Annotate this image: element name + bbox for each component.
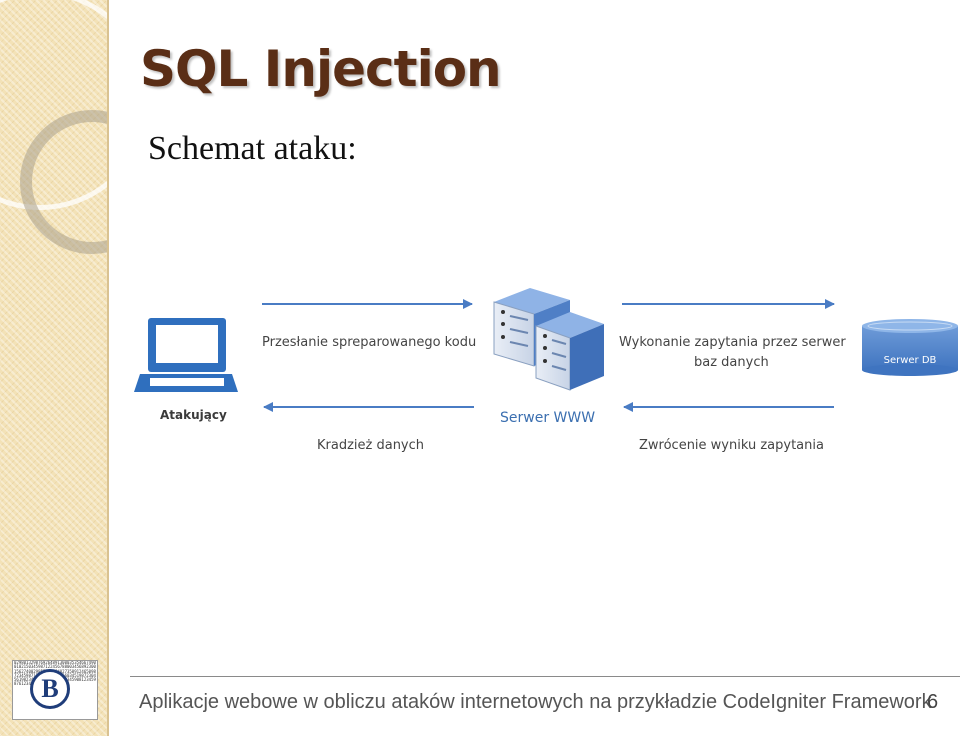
- decorative-sidebar: [0, 0, 109, 736]
- label-execute-query-line2: baz danych: [694, 355, 769, 370]
- university-logo: 0298013298769264891300035354667490010215…: [12, 660, 98, 720]
- label-attacker: Atakujący: [160, 408, 227, 422]
- footer-text: Aplikacje webowe w obliczu ataków intern…: [139, 691, 932, 713]
- page-number: 6: [927, 691, 939, 713]
- footer-divider: [130, 676, 960, 677]
- label-db-server: Serwer DB: [883, 355, 937, 366]
- label-execute-query-line1: Wykonanie zapytania przez serwer: [619, 335, 846, 350]
- label-return-result: Zwrócenie wyniku zapytania: [639, 438, 824, 453]
- logo-letter: B: [30, 669, 70, 709]
- database-icon: [862, 319, 958, 376]
- label-web-server: Serwer WWW: [500, 410, 596, 426]
- server-rack-icon: [493, 288, 604, 391]
- slide-subtitle: Schemat ataku:: [148, 130, 357, 167]
- slide-title: SQL Injection: [140, 40, 502, 98]
- laptop-icon: [134, 318, 238, 392]
- label-send-code: Przesłanie spreparowanego kodu: [262, 335, 477, 350]
- label-steal-data: Kradzież danych: [317, 438, 425, 453]
